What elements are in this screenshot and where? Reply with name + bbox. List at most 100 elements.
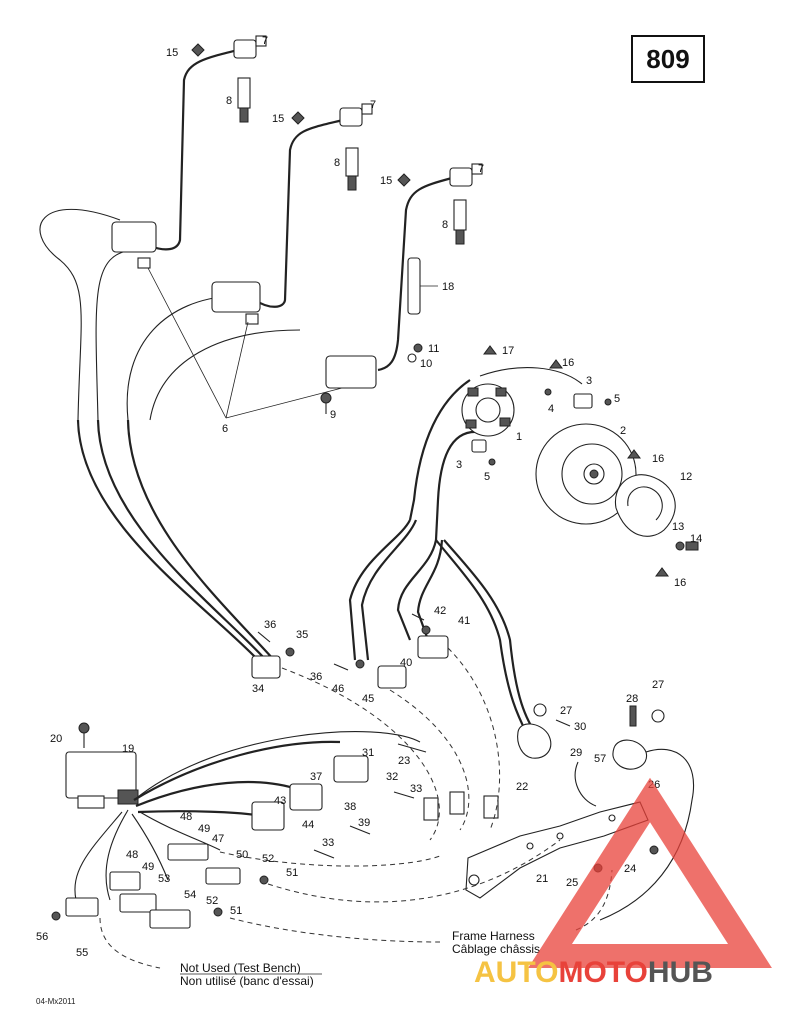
callout: 22 xyxy=(516,781,528,793)
spark-plug xyxy=(453,199,467,231)
callout: 7 xyxy=(478,163,484,175)
callout: 39 xyxy=(358,817,370,829)
spark-plug xyxy=(345,147,359,177)
spark-plug-tip xyxy=(239,107,249,123)
callout: 27 xyxy=(652,679,664,691)
callout: 5 xyxy=(484,471,490,483)
callout: 13 xyxy=(672,521,684,533)
coil-bracket xyxy=(245,313,259,325)
callout: 18 xyxy=(442,281,454,293)
callout: 55 xyxy=(76,947,88,959)
callout: 52 xyxy=(206,895,218,907)
ignition-coil-2 xyxy=(211,281,261,313)
clip-icon xyxy=(191,43,205,57)
protective-sleeve xyxy=(407,257,421,315)
connector-31 xyxy=(333,755,369,783)
callout: 24 xyxy=(624,863,636,875)
callout: 49 xyxy=(142,861,154,873)
callout: 3 xyxy=(586,375,592,387)
callout: 9 xyxy=(330,409,336,421)
lower-connectors xyxy=(51,843,269,929)
clip-icon xyxy=(627,449,641,459)
starter-cup xyxy=(614,474,699,577)
callout: 54 xyxy=(184,889,196,901)
callout: 20 xyxy=(50,733,62,745)
connector-43 xyxy=(251,801,285,831)
callout: 48 xyxy=(126,849,138,861)
callout: 10 xyxy=(420,358,432,370)
connector-34 xyxy=(251,655,281,679)
clip-icon xyxy=(291,111,305,125)
callout: 17 xyxy=(502,345,514,357)
callout: 21 xyxy=(536,873,548,885)
screw-head xyxy=(649,845,659,855)
callout: 15 xyxy=(166,47,178,59)
callout: 28 xyxy=(626,693,638,705)
callout: 56 xyxy=(36,931,48,943)
page-number-box: 809 xyxy=(631,35,705,83)
connector-37 xyxy=(289,783,323,811)
connector-47 xyxy=(167,843,209,861)
callout: 52 xyxy=(262,853,274,865)
callout: 25 xyxy=(566,877,578,889)
callout: 7 xyxy=(370,99,376,111)
coil-fasteners xyxy=(320,343,423,414)
callout: 43 xyxy=(274,795,286,807)
callout: 41 xyxy=(458,615,470,627)
screw-head xyxy=(51,911,61,921)
callout: 7 xyxy=(262,35,268,47)
cap-terminal xyxy=(255,35,267,47)
cap-terminal xyxy=(471,163,483,175)
callout-labels: 15 7 8 15 7 8 15 7 8 18 11 10 9 6 17 16 … xyxy=(36,35,702,959)
ignition-wires xyxy=(39,48,453,661)
frame-harness-label-fr: Câblage châssis xyxy=(452,942,540,956)
callout: 57 xyxy=(594,753,606,765)
callout: 11 xyxy=(428,343,439,355)
document-code: 04-Mx2011 xyxy=(36,997,76,1006)
not-used-label: Not Used (Test Bench) xyxy=(180,961,301,975)
frame-harness-label: Frame Harness xyxy=(452,929,535,943)
callout: 14 xyxy=(690,533,702,545)
stator-assembly xyxy=(408,345,612,541)
connector-45 xyxy=(377,665,407,689)
spark-plug-cap xyxy=(449,167,473,187)
callout: 37 xyxy=(310,771,322,783)
clip-icon xyxy=(483,345,497,355)
callout: 36 xyxy=(310,671,322,683)
terminal-clips xyxy=(313,743,499,859)
callout: 29 xyxy=(570,747,582,759)
callout: 47 xyxy=(212,833,224,845)
callout: 46 xyxy=(332,683,344,695)
connector-49 xyxy=(109,871,141,891)
connector-53 xyxy=(119,893,157,913)
watermark-logo: AUTOMOTOHUB xyxy=(474,777,772,989)
coil-bracket xyxy=(137,257,151,269)
screw-head xyxy=(78,722,90,734)
callout: 45 xyxy=(362,693,374,705)
callout: 16 xyxy=(562,357,574,369)
callout: 23 xyxy=(398,755,410,767)
washer-icon xyxy=(407,353,417,363)
callout: 51 xyxy=(286,867,298,879)
not-used-label-fr: Non utilisé (banc d'essai) xyxy=(180,974,314,988)
stator-harness xyxy=(348,519,537,741)
spark-plug-set-2 xyxy=(291,103,373,191)
flywheel xyxy=(535,423,641,525)
clip-icon xyxy=(397,173,411,187)
spark-plug-tip xyxy=(347,175,357,191)
callout: 31 xyxy=(362,747,374,759)
callout: 40 xyxy=(400,657,412,669)
spark-plug-tip xyxy=(455,229,465,245)
right-fasteners xyxy=(574,705,694,921)
callout: 4 xyxy=(548,403,554,415)
screw-head xyxy=(488,458,496,466)
ignition-coils xyxy=(111,221,377,419)
bolt-icon xyxy=(685,541,699,551)
nut-icon xyxy=(675,541,685,551)
ignition-coil-1 xyxy=(111,221,157,253)
callout: 33 xyxy=(322,837,334,849)
callout: 15 xyxy=(272,113,284,125)
watermark-text: AUTOMOTOHUB xyxy=(474,956,713,989)
callout: 8 xyxy=(442,219,448,231)
